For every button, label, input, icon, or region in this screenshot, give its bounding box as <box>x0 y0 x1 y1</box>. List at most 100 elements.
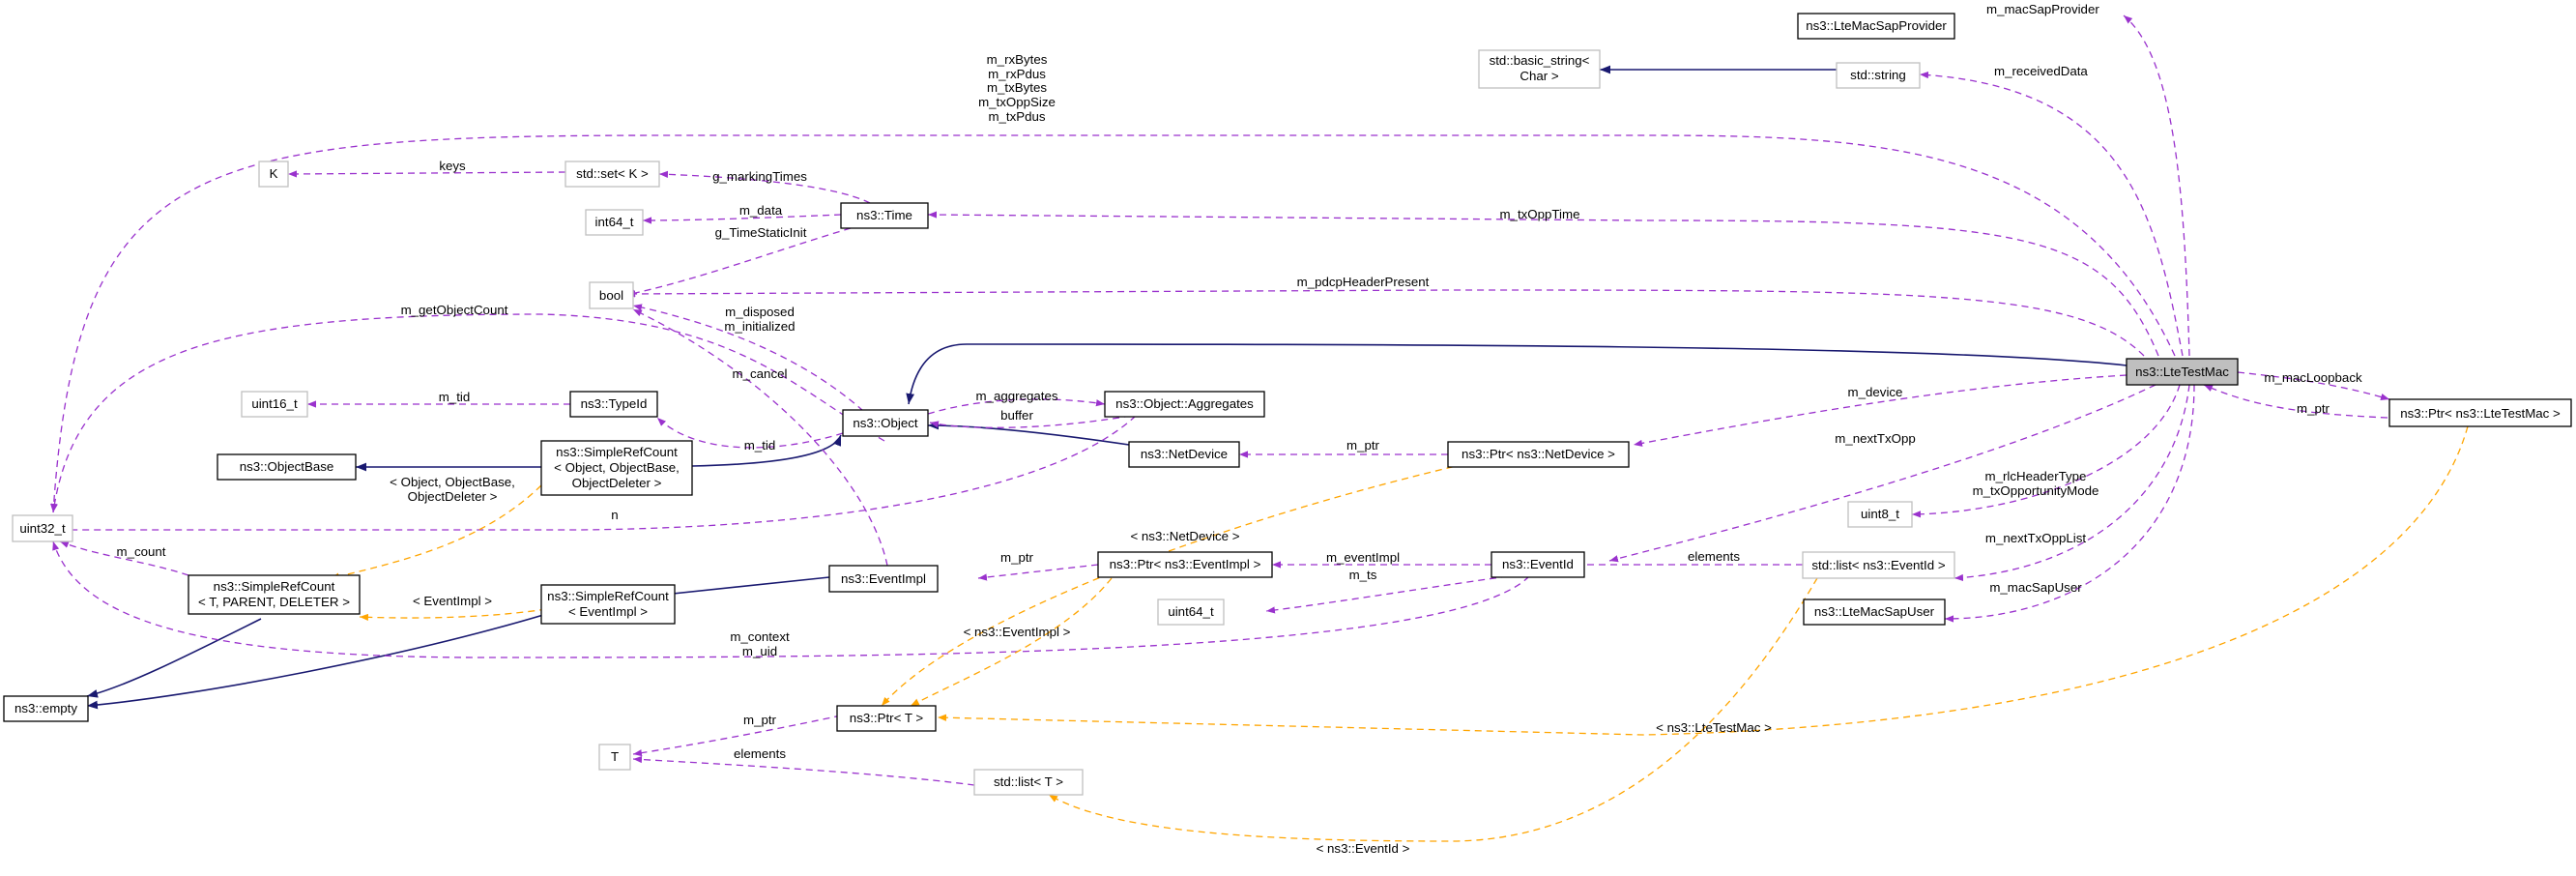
label-time-static-init: g_TimeStaticInit <box>715 225 807 240</box>
node-ptr-net-device[interactable]: ns3::Ptr< ns3::NetDevice > <box>1447 441 1630 468</box>
node-lte-test-mac[interactable]: ns3::LteTestMac <box>2126 358 2239 386</box>
node-empty-label: ns3::empty <box>14 701 77 715</box>
label-get-object-count: m_getObjectCount <box>401 303 508 317</box>
node-bool: bool <box>589 281 634 309</box>
label-counter-5: m_txPdus <box>988 109 1045 124</box>
label-tmpl-eventimpl-1: < EventImpl > <box>413 594 492 608</box>
inherit-edge-empty-simple-ref-event <box>86 608 564 710</box>
node-net-device-label: ns3::NetDevice <box>1141 447 1228 461</box>
edge-time-static-init <box>625 227 852 297</box>
label-m-data: m_data <box>739 203 783 218</box>
node-simple-ref-t[interactable]: ns3::SimpleRefCount < T, PARENT, DELETER… <box>188 574 361 615</box>
edge-next-tx-opp <box>1608 384 2156 563</box>
edge-get-object-count <box>50 313 885 513</box>
node-bool-label: bool <box>599 288 623 303</box>
node-ptr-lte-test-mac[interactable]: ns3::Ptr< ns3::LteTestMac > <box>2388 398 2572 427</box>
node-int64-label: int64_t <box>595 215 634 229</box>
node-basic-string: std::basic_string< Char > <box>1478 49 1601 89</box>
label-rlc-header: m_rlcHeaderType <box>1985 469 2087 483</box>
node-ptr-event-impl[interactable]: ns3::Ptr< ns3::EventImpl > <box>1097 551 1273 578</box>
node-lte-mac-sap-provider[interactable]: ns3::LteMacSapProvider <box>1797 13 1955 40</box>
node-ns3-object[interactable]: ns3::Object <box>842 409 929 437</box>
node-event-id[interactable]: ns3::EventId <box>1491 551 1585 578</box>
node-uint16: uint16_t <box>241 391 308 418</box>
edge-context-uid <box>52 540 1530 658</box>
label-counter-2: m_rxPdus <box>988 67 1046 81</box>
edge-elements-2 <box>632 755 975 786</box>
node-type-id[interactable]: ns3::TypeId <box>569 391 658 418</box>
node-ptr-t[interactable]: ns3::Ptr< T > <box>836 705 937 732</box>
node-simple-ref-event[interactable]: ns3::SimpleRefCount < EventImpl > <box>540 584 676 625</box>
label-counter-1: m_rxBytes <box>987 52 1048 67</box>
label-m-ptr-eventimpl: m_ptr <box>1000 550 1034 565</box>
node-uint8: uint8_t <box>1847 501 1913 528</box>
node-simple-ref-event-line-1: ns3::SimpleRefCount <box>547 589 669 603</box>
label-uid: m_uid <box>742 644 777 658</box>
label-tmpl-eventimpl-2: < ns3::EventImpl > <box>964 625 1071 639</box>
node-list-event-id: std::list< ns3::EventId > <box>1802 551 1955 579</box>
node-uint32-label: uint32_t <box>19 521 66 536</box>
node-ns3-time[interactable]: ns3::Time <box>840 202 929 229</box>
node-empty[interactable]: ns3::empty <box>3 695 89 722</box>
label-m-aggregates: m_aggregates <box>975 389 1057 403</box>
label-elements-1: elements <box>1688 549 1740 564</box>
label-mac-loopback: m_macLoopback <box>2264 370 2362 385</box>
label-counter-3: m_txBytes <box>987 80 1047 95</box>
node-lte-mac-sap-user-label: ns3::LteMacSapUser <box>1814 604 1935 619</box>
node-aggregates-label: ns3::Object::Aggregates <box>1115 396 1254 411</box>
label-next-tx-opp-list: m_nextTxOppList <box>1985 531 2087 545</box>
label-m-tid-2: m_tid <box>744 438 776 453</box>
edge-m-ptr-t <box>632 715 842 757</box>
node-simple-ref-event-line-2: < EventImpl > <box>568 604 648 619</box>
node-simple-ref-t-line-2: < T, PARENT, DELETER > <box>198 595 350 609</box>
label-tmpl-eventid: < ns3::EventId > <box>1317 841 1410 856</box>
node-event-impl-label: ns3::EventImpl <box>841 571 926 586</box>
label-mac-sap-user: m_macSapUser <box>1989 580 2082 595</box>
edge-m-device <box>1633 374 2127 447</box>
node-simple-ref-object-line-1: ns3::SimpleRefCount <box>556 445 678 459</box>
label-tx-opportunity-mode: m_txOpportunityMode <box>1973 483 2099 498</box>
node-std-string-label: std::string <box>1850 68 1906 82</box>
label-tmpl-ltetestmac: < ns3::LteTestMac > <box>1656 720 1772 735</box>
node-simple-ref-object-line-2: < Object, ObjectBase, <box>554 460 680 475</box>
label-tmpl-object-2: ObjectDeleter > <box>408 489 498 504</box>
label-buffer: buffer <box>1000 408 1033 423</box>
inherit-edge-simple-ref-object <box>691 434 842 467</box>
edge-m-ts <box>1265 575 1509 614</box>
node-list-t: std::list< T > <box>973 769 1084 796</box>
edge-counters <box>50 134 2176 513</box>
node-basic-string-line-1: std::basic_string< <box>1490 53 1590 68</box>
label-m-tid-1: m_tid <box>439 390 471 404</box>
node-std-set: std::set< K > <box>564 161 660 188</box>
edge-m-ptr-ltetestmac <box>2203 384 2388 419</box>
edge-pdcp-header-present <box>625 289 2145 357</box>
label-tmpl-object-1: < Object, ObjectBase, <box>390 475 515 489</box>
node-simple-ref-t-line-1: ns3::SimpleRefCount <box>214 579 335 594</box>
label-m-ts: m_ts <box>1349 568 1377 582</box>
edge-m-count <box>59 540 189 576</box>
label-pdcp-header-present: m_pdcpHeaderPresent <box>1297 275 1430 289</box>
label-m-device: m_device <box>1848 385 1903 399</box>
node-simple-ref-object[interactable]: ns3::SimpleRefCount < Object, ObjectBase… <box>540 440 693 496</box>
tmpl-edge-eventimpl-1 <box>359 608 547 621</box>
node-object-base[interactable]: ns3::ObjectBase <box>217 453 357 481</box>
label-mac-sap-provider: m_macSapProvider <box>1986 2 2099 16</box>
node-std-string: std::string <box>1836 62 1921 89</box>
label-disposed: m_disposed <box>725 305 795 319</box>
edge-m-ptr-eventimpl <box>977 564 1099 581</box>
tmpl-edge-ltetestmac <box>937 425 2469 736</box>
edge-received-data <box>1919 71 2184 357</box>
node-net-device[interactable]: ns3::NetDevice <box>1128 441 1240 468</box>
node-event-impl[interactable]: ns3::EventImpl <box>828 565 939 593</box>
label-tx-opp-time: m_txOppTime <box>1499 207 1579 221</box>
node-ptr-net-device-label: ns3::Ptr< ns3::NetDevice > <box>1462 447 1615 461</box>
label-elements-2: elements <box>734 746 786 761</box>
node-event-id-label: ns3::EventId <box>1502 557 1574 571</box>
label-keys: keys <box>439 159 466 173</box>
node-basic-string-line-2: Char > <box>1520 69 1559 83</box>
node-lte-mac-sap-user[interactable]: ns3::LteMacSapUser <box>1803 599 1946 626</box>
node-aggregates[interactable]: ns3::Object::Aggregates <box>1104 391 1265 418</box>
edge-m-tid-2 <box>656 417 844 449</box>
edge-buffer <box>929 415 1132 428</box>
node-uint64: uint64_t <box>1157 599 1225 626</box>
